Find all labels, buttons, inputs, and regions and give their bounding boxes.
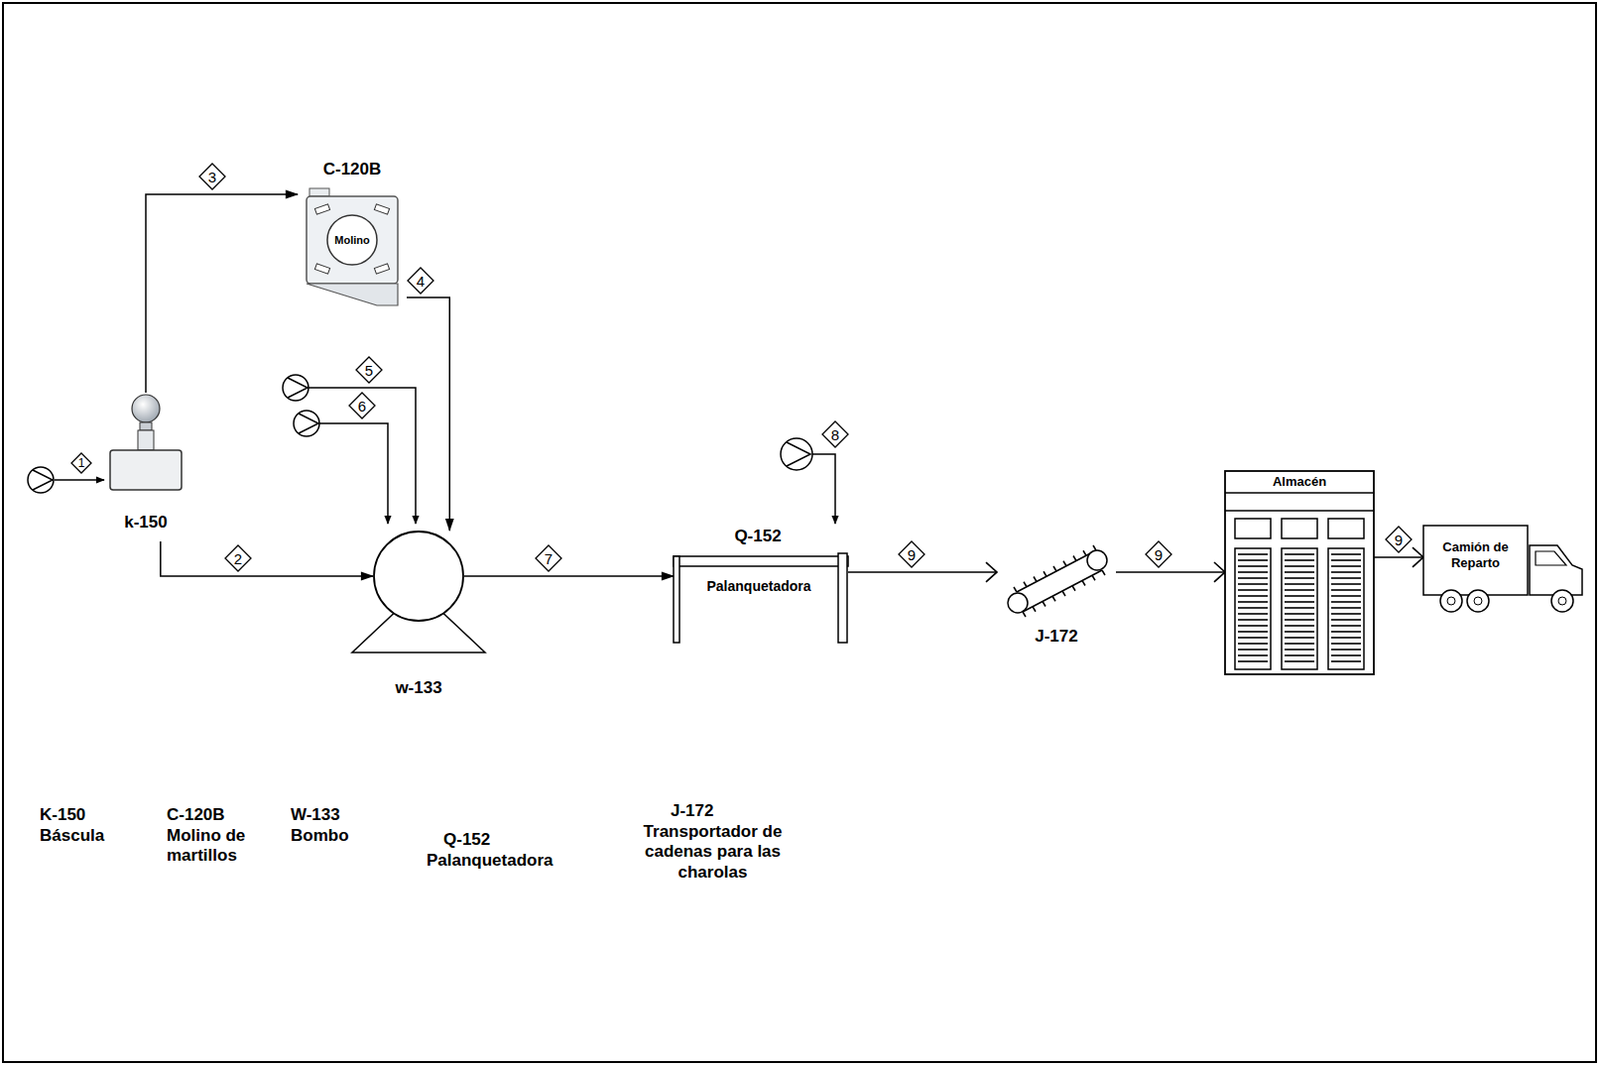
equipment-name: Molino <box>327 233 377 247</box>
stream-number: 9 <box>1144 540 1173 569</box>
process-stream <box>1373 556 1424 559</box>
equipment-legend: K-150 <box>39 805 86 826</box>
equipment-tag: k-150 <box>107 511 185 534</box>
pump-symbol <box>282 374 309 401</box>
chain-conveyor: J-172 <box>996 540 1116 650</box>
equipment-tag: C-120B <box>297 158 407 181</box>
stream-callout: 7 <box>534 544 563 573</box>
equipment-legend: Transportador de cadenas para las charol… <box>630 822 795 883</box>
process-stream <box>406 297 450 531</box>
stream-number: 3 <box>198 162 227 191</box>
equipment-legend: J-172 <box>670 801 714 822</box>
process-stream <box>1115 571 1226 574</box>
stream-number: 2 <box>224 544 252 573</box>
bar-machine: Q-152Palanquetadora <box>673 525 849 643</box>
stream-callout: 2 <box>224 544 252 573</box>
delivery-truck-outline <box>1423 523 1585 616</box>
stream-number: 8 <box>821 420 850 449</box>
equipment-legend: C-120B <box>166 805 226 826</box>
feed-line <box>308 387 416 524</box>
stream-number: 5 <box>355 356 383 384</box>
feed-line <box>54 479 105 482</box>
drum-mixer-outline <box>372 530 465 622</box>
stream-number: 6 <box>348 391 376 420</box>
warehouse: Almacén <box>1225 471 1374 675</box>
feed-line <box>319 423 388 524</box>
hammer-mill-outline <box>297 158 407 308</box>
equipment-legend: W-133 <box>290 805 341 826</box>
stream-callout: 9 <box>1384 525 1413 554</box>
stream-callout: 8 <box>821 420 850 449</box>
equipment-legend: Molino de martillos <box>166 826 261 867</box>
equipment-tag: w-133 <box>372 677 465 700</box>
stream-callout: 1 <box>70 452 93 475</box>
stream-number: 7 <box>534 544 563 573</box>
equipment-legend: Palanquetadora <box>426 851 554 871</box>
process-stream <box>464 575 674 578</box>
equipment-legend: Q-152 <box>443 830 491 851</box>
equipment-name: Palanquetadora <box>681 577 837 596</box>
hammer-mill: C-120B Molino <box>297 158 407 308</box>
equipment-tag: J-172 <box>996 625 1116 648</box>
stream-number: 4 <box>406 266 435 295</box>
equipment-legend: Báscula <box>39 826 105 847</box>
process-stream <box>848 571 997 574</box>
equipment-tag: Q-152 <box>713 525 803 548</box>
stream-number: 1 <box>70 452 93 475</box>
pump-symbol <box>27 467 54 493</box>
equipment-tag: Almacén <box>1225 474 1374 491</box>
pump-symbol <box>293 410 320 437</box>
process-stream <box>145 194 298 393</box>
stream-number: 9 <box>1384 525 1413 554</box>
delivery-truck: Camión de Reparto <box>1423 523 1585 616</box>
feed-line <box>812 454 836 524</box>
stream-callout: 5 <box>355 356 383 384</box>
stream-callout: 4 <box>406 266 435 295</box>
stream-callout: 9 <box>897 540 926 569</box>
warehouse-outline <box>1225 471 1374 675</box>
equipment-tag: Camión de Reparto <box>1427 539 1524 572</box>
stream-callout: 9 <box>1144 540 1173 569</box>
stream-callout: 3 <box>198 162 227 191</box>
stream-callout: 6 <box>348 391 376 420</box>
equipment-legend: Bombo <box>290 826 350 847</box>
scale-equipment: k-150 <box>107 392 185 542</box>
process-stream <box>160 541 373 577</box>
stream-number: 9 <box>897 540 926 569</box>
drum-mixer: w-133 <box>372 530 465 622</box>
pump-symbol <box>780 438 813 471</box>
